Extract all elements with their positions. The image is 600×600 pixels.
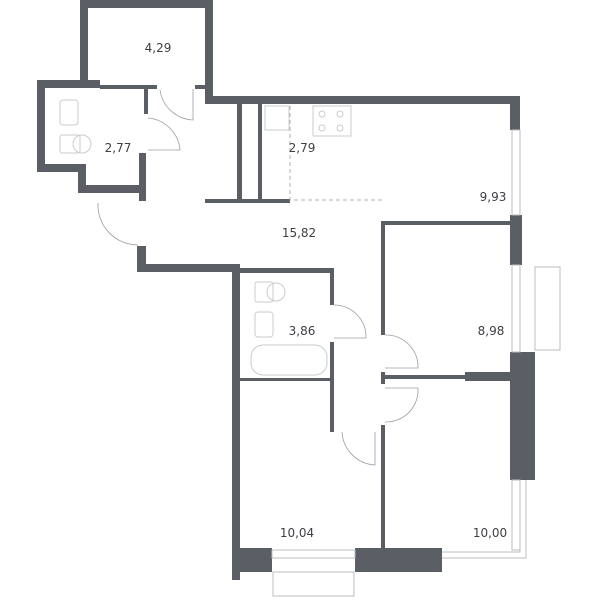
room-area-bedroom-1: 8,98: [478, 324, 505, 338]
room-area-kitchen-niche: 2,79: [289, 141, 316, 155]
doors: [97, 89, 419, 466]
room-area-hallway: 15,82: [282, 226, 316, 240]
room-area-bedroom-2: 10,04: [280, 526, 314, 540]
fixtures: [59, 99, 352, 376]
room-area-bathroom-1: 2,77: [105, 141, 132, 155]
room-labels: 4,29 2,77 2,79 9,93 15,82 3,86 8,98 10,0…: [105, 41, 508, 540]
windows: [271, 129, 561, 597]
room-area-living-room: 9,93: [480, 190, 507, 204]
room-area-storage: 4,29: [145, 41, 172, 55]
walls: [37, 0, 535, 580]
room-area-bedroom-3: 10,00: [473, 526, 507, 540]
room-area-bathroom-2: 3,86: [289, 324, 316, 338]
